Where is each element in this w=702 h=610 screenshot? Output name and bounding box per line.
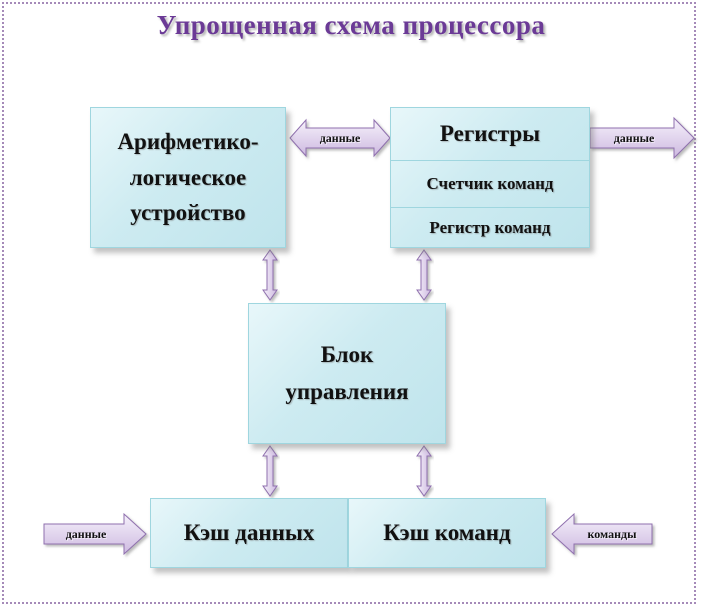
alu-registers-double-arrow xyxy=(289,118,391,158)
control-unit-block: Блок управления xyxy=(248,303,446,444)
control-unit-label-line-2: управления xyxy=(285,378,409,404)
control-unit-label-line-1: Блок xyxy=(320,341,374,367)
alu-block: Арифметико- логическое устройство xyxy=(90,107,286,248)
diagram-frame xyxy=(2,2,696,604)
registers-output-arrow xyxy=(589,116,695,160)
diagram-title: Упрощенная схема процессора xyxy=(156,10,546,40)
alu-label-line-2: логическое xyxy=(129,164,247,190)
register-instruction: Регистр команд xyxy=(429,217,551,237)
registers-control-double-arrow xyxy=(416,249,432,301)
alu-control-double-arrow xyxy=(262,249,278,301)
commands-input-arrow xyxy=(551,512,653,556)
alu-label-line-1: Арифметико- xyxy=(117,129,259,155)
data-input-arrow xyxy=(43,512,147,556)
register-program-counter: Счетчик команд xyxy=(391,161,589,208)
control-datacache-double-arrow xyxy=(262,445,278,497)
data-cache-block: Кэш данных xyxy=(150,498,348,568)
alu-label-line-3: устройство xyxy=(130,200,246,226)
instruction-cache-block: Кэш команд xyxy=(348,498,546,568)
registers-block: Регистры Счетчик команд Регистр команд xyxy=(390,107,590,248)
control-instrcache-double-arrow xyxy=(416,445,432,497)
registers-header: Регистры xyxy=(391,108,589,161)
